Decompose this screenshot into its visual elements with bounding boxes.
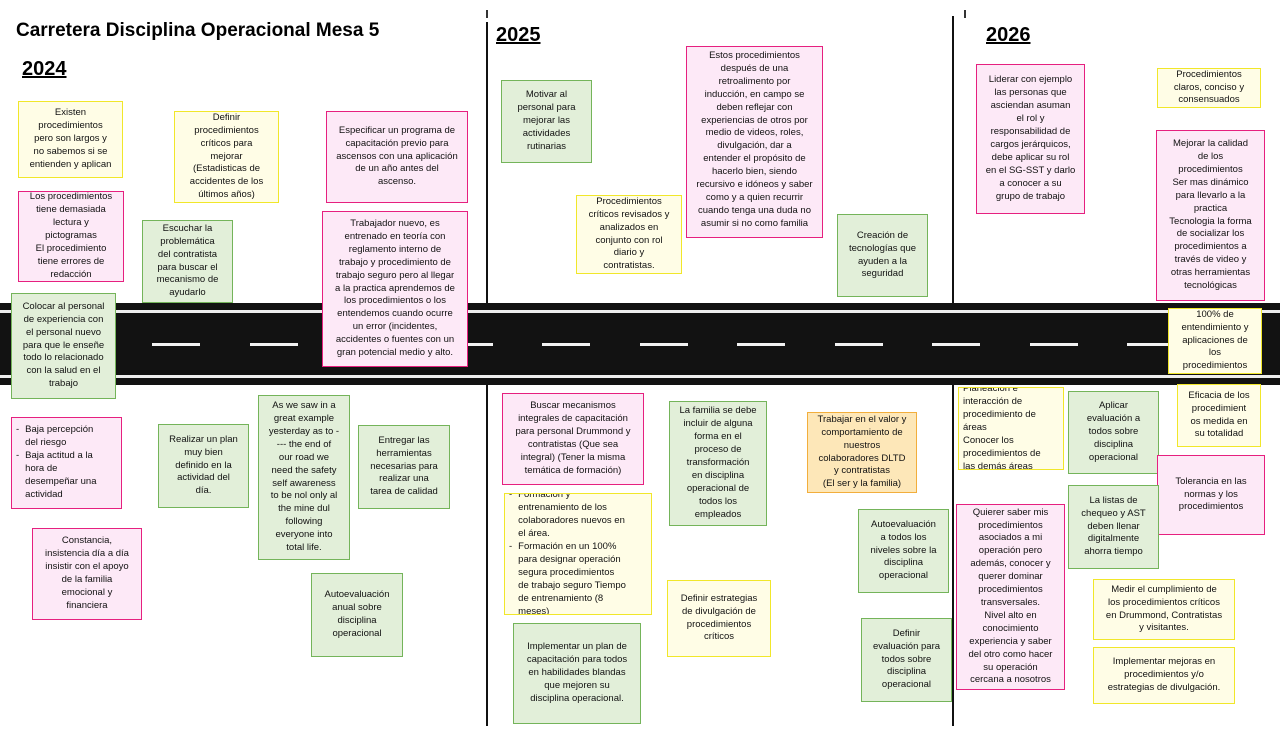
sticky-note: Planeación e interacción de procedimient… — [958, 387, 1064, 470]
sticky-note: Medir el cumplimiento de los procedimien… — [1093, 579, 1235, 640]
sticky-note: Trabajador nuevo, es entrenado en teoría… — [322, 211, 468, 367]
sticky-note: Mejorar la calidad de los procedimientos… — [1156, 130, 1265, 301]
sticky-note: Autoevaluación a todos los niveles sobre… — [858, 509, 949, 593]
lane-dash — [737, 343, 785, 346]
list-bullet: -Baja percepción del riesgo — [16, 424, 94, 449]
divider-tick — [964, 10, 966, 18]
sticky-note: Trabajar en el valor y comportamiento de… — [807, 412, 917, 493]
sticky-note: Definir evaluación para todos sobre disc… — [861, 618, 952, 702]
list-item-text: Baja actitud a la hora de desempeñar una… — [25, 450, 97, 500]
year-label-2026: 2026 — [986, 24, 1031, 46]
sticky-note: Definir procedimientos críticos para mej… — [174, 111, 279, 203]
divider-2026-upper — [952, 16, 954, 304]
sticky-note: Los procedimientos tiene demasiada lectu… — [18, 191, 124, 282]
sticky-note: Quierer saber mis procedimientos asociad… — [956, 504, 1065, 690]
sticky-note: Creación de tecnologías que ayuden a la … — [837, 214, 928, 297]
sticky-note: Constancia, insistencia día a día insist… — [32, 528, 142, 620]
divider-2026-lower — [952, 384, 954, 726]
sticky-note-list: -Baja percepción del riesgo -Baja actitu… — [11, 417, 122, 509]
sticky-note: Tolerancia en las normas y los procedimi… — [1157, 455, 1265, 535]
divider-2025-upper — [486, 22, 488, 304]
sticky-note: Especificar un programa de capacitación … — [326, 111, 468, 203]
sticky-note: Autoevaluación anual sobre disciplina op… — [311, 573, 403, 657]
list-bullet: -Formación en un 100% para designar oper… — [509, 541, 647, 615]
sticky-note: As we saw in a great example yesterday a… — [258, 395, 350, 560]
diagram-title: Carretera Disciplina Operacional Mesa 5 — [16, 20, 380, 41]
year-label-2025: 2025 — [496, 24, 541, 46]
list-bullet: -Baja actitud a la hora de desempeñar un… — [16, 450, 97, 500]
lane-dash — [542, 343, 590, 346]
sticky-note-list: -Formación y entrenamiento de los colabo… — [504, 493, 652, 615]
road-edge-bottom — [0, 375, 1280, 378]
sticky-note: La listas de chequeo y AST deben llenar … — [1068, 485, 1159, 569]
sticky-note: Buscar mecanismos integrales de capacita… — [502, 393, 644, 485]
divider-tick — [486, 10, 488, 18]
lane-dash — [152, 343, 200, 346]
road — [0, 303, 1280, 385]
sticky-note: Escuchar la problemática del contratista… — [142, 220, 233, 303]
sticky-note: Liderar con ejemplo las personas que asc… — [976, 64, 1085, 214]
lane-dash — [1127, 343, 1175, 346]
sticky-note: Existen procedimientos pero son largos y… — [18, 101, 123, 178]
sticky-note: Implementar mejoras en procedimientos y/… — [1093, 647, 1235, 704]
sticky-note: Colocar al personal de experiencia con e… — [11, 293, 116, 399]
sticky-note: 100% de entendimiento y aplicaciones de … — [1168, 308, 1262, 374]
sticky-note: Procedimientos críticos revisados y anal… — [576, 195, 682, 274]
sticky-note: Realizar un plan muy bien definido en la… — [158, 424, 249, 508]
sticky-note: Estos procedimientos después de una retr… — [686, 46, 823, 238]
divider-2025-lower — [486, 384, 488, 726]
sticky-note: Motivar al personal para mejorar las act… — [501, 80, 592, 163]
sticky-note: Definir estrategias de divulgación de pr… — [667, 580, 771, 657]
sticky-note: Aplicar evaluación a todos sobre discipl… — [1068, 391, 1159, 474]
lane-dash — [932, 343, 980, 346]
sticky-note: La familia se debe incluir de alguna for… — [669, 401, 767, 526]
list-item-text: Formación en un 100% para designar opera… — [518, 541, 626, 615]
list-item-text: Formación y entrenamiento de los colabor… — [518, 493, 625, 540]
list-bullet: -Formación y entrenamiento de los colabo… — [509, 493, 647, 541]
lane-dash — [1030, 343, 1078, 346]
sticky-note: Procedimientos claros, conciso y consens… — [1157, 68, 1261, 108]
road-edge-top — [0, 310, 1280, 313]
lane-dash — [445, 343, 493, 346]
sticky-note: Eficacia de los procedimient os medida e… — [1177, 384, 1261, 447]
sticky-note: Implementar un plan de capacitación para… — [513, 623, 641, 724]
list-item-text: Baja percepción del riesgo — [25, 424, 94, 449]
sticky-note: Entregar las herramientas necesarias par… — [358, 425, 450, 509]
lane-dash — [835, 343, 883, 346]
lane-dash — [640, 343, 688, 346]
year-label-2024: 2024 — [22, 58, 67, 80]
lane-dash — [250, 343, 298, 346]
